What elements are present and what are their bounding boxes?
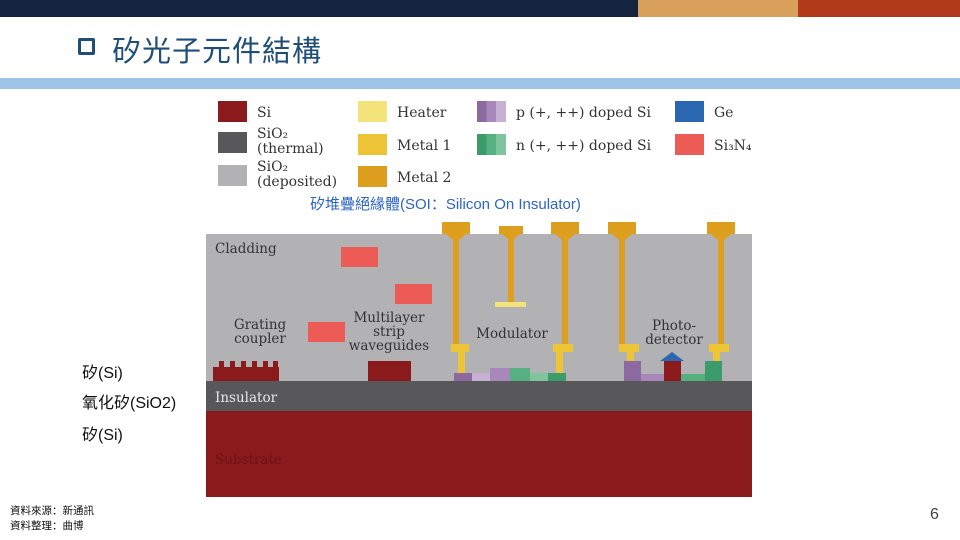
- legend-label-si3n4: Si₃N₄: [714, 138, 752, 154]
- legend-swatch-heater: [358, 101, 387, 122]
- soi-cross-section: [206, 222, 752, 497]
- insulator-layer: [206, 381, 752, 411]
- legend-label-metal2: Metal 2: [397, 170, 452, 186]
- legend-swatch-p-doped: [477, 101, 506, 122]
- modulator-metal-mid: [499, 226, 523, 302]
- si3n4-block-3: [308, 322, 345, 342]
- si3n4-block-1: [341, 247, 378, 267]
- legend-label-p-doped: p (+, ++) doped Si: [516, 105, 651, 121]
- legend-label-sio2-deposited: SiO₂(deposited): [257, 159, 338, 190]
- modulator-label: Modulator: [476, 326, 548, 342]
- slide-title: 矽光子元件結構: [112, 34, 323, 68]
- legend-label-si: Si: [257, 105, 272, 121]
- page-number: 6: [930, 506, 939, 523]
- cladding-layer: [206, 234, 752, 381]
- soi-caption: 矽堆疊絕緣體(SOI：Silicon On Insulator): [310, 196, 581, 213]
- substrate-layer: [206, 411, 752, 497]
- source-line-2: 資料整理：曲博: [10, 520, 84, 532]
- legend-label-metal1: Metal 1: [397, 138, 452, 154]
- side-label-top-si: 矽(Si): [82, 365, 123, 382]
- modulator-metal-1: [442, 222, 470, 373]
- legend-label-n-doped: n (+, ++) doped Si: [516, 138, 652, 154]
- ge-absorber-arrow: [660, 352, 684, 361]
- modulator-metal-2: [551, 222, 579, 373]
- legend-swatch-metal2: [358, 166, 387, 187]
- si3n4-block-2: [395, 284, 432, 304]
- grating-coupler-structure: [213, 361, 279, 381]
- ge-photodetector: [664, 361, 681, 381]
- photodetector-metal-2: [707, 222, 735, 361]
- insulator-label: Insulator: [215, 390, 278, 406]
- top-bar-rust: [798, 0, 960, 17]
- photodetector-doped-regions: [624, 361, 722, 381]
- side-label-bottom-si: 矽(Si): [82, 427, 123, 444]
- title-rule: [0, 78, 960, 89]
- legend-label-sio2-thermal: SiO₂(thermal): [257, 126, 324, 157]
- substrate-label: Substrate: [215, 452, 282, 468]
- legend-swatch-sio2-thermal: [218, 132, 247, 153]
- source-line-1: 資料來源：新通訊: [10, 505, 94, 517]
- top-bar-navy: [0, 0, 638, 17]
- photodetector-label: Photo-detector: [645, 318, 703, 348]
- legend-swatch-si3n4: [675, 134, 704, 155]
- title-square-icon: [78, 38, 95, 55]
- photodetector-metal-1: [608, 222, 639, 361]
- legend-swatch-n-doped: [477, 134, 506, 155]
- heater: [495, 302, 526, 307]
- legend-swatch-sio2-deposited: [218, 165, 247, 186]
- cladding-label: Cladding: [215, 241, 277, 257]
- legend-swatch-si: [218, 101, 247, 122]
- legend-swatch-metal1: [358, 134, 387, 155]
- modulator-doped-regions: [454, 368, 566, 381]
- legend-swatch-ge: [675, 101, 704, 122]
- multilayer-si-waveguide: [368, 361, 411, 381]
- top-bar-tan: [638, 0, 798, 17]
- legend-label-heater: Heater: [397, 105, 447, 121]
- side-label-sio2: 氧化矽(SiO2): [82, 395, 177, 412]
- legend-label-ge: Ge: [714, 105, 734, 121]
